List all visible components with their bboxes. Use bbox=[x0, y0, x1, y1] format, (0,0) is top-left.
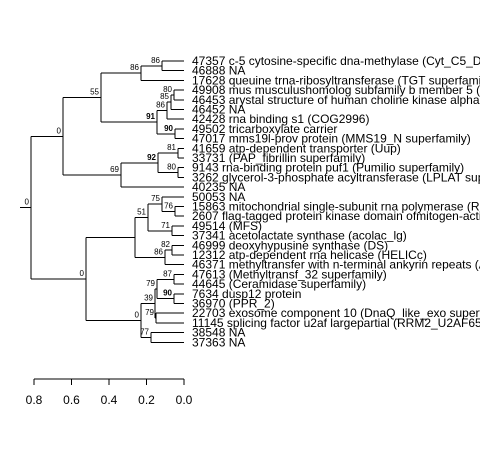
leaf-label: 22703 exosome component 10 (DnaQ_like_ex… bbox=[192, 306, 480, 320]
leaf-label: 38548 NA bbox=[192, 326, 245, 340]
leaf-label: 37341 acetolactate synthase (acolac_lg) bbox=[192, 229, 407, 243]
bootstrap-value: 69 bbox=[110, 165, 119, 174]
bootstrap-value: 75 bbox=[151, 194, 160, 203]
leaf-label: 46999 deoxyhypusine synthase (DS) bbox=[192, 238, 388, 252]
leaf-label: 15863 mitochondrial single-subunit rna p… bbox=[192, 200, 480, 214]
bootstrap-value: 92 bbox=[147, 153, 156, 162]
bootstrap-value: 0 bbox=[25, 198, 30, 207]
bootstrap-value: 76 bbox=[164, 201, 173, 210]
leaf-label: 42428 rna binding s1 (COG2996) bbox=[192, 112, 369, 126]
leaf-label: 44645 (Ceramidase superfamily) bbox=[192, 277, 366, 291]
leaf-label: 7634 dusp12 protein bbox=[192, 287, 301, 301]
bootstrap-value: 0 bbox=[57, 126, 62, 135]
bootstrap-value: 0 bbox=[135, 310, 140, 319]
axis-tick-label: 0.8 bbox=[26, 393, 43, 407]
leaf-label: 50053 NA bbox=[192, 190, 245, 204]
leaf-label: 49502 tricarboxylate carrier bbox=[192, 122, 337, 136]
bootstrap-value: 79 bbox=[145, 308, 154, 317]
bootstrap-value: 86 bbox=[156, 101, 165, 110]
bootstrap-value: 90 bbox=[164, 124, 173, 133]
bootstrap-value: 86 bbox=[130, 63, 139, 72]
bootstrap-value: 51 bbox=[137, 207, 146, 216]
leaf-label: 49908 mus musculushomolog subfamily b me… bbox=[192, 83, 480, 97]
leaf-label: 47357 c-5 cytosine-specific dna-methylas… bbox=[192, 54, 480, 68]
bootstrap-value: 77 bbox=[140, 327, 149, 336]
bootstrap-value: 86 bbox=[154, 247, 163, 256]
leaf-label: 46888 NA bbox=[192, 64, 245, 78]
bootstrap-value: 91 bbox=[146, 112, 155, 121]
bootstrap-value: 81 bbox=[167, 143, 176, 152]
leaf-label: 37363 NA bbox=[192, 335, 245, 349]
bootstrap-value: 39 bbox=[144, 294, 153, 303]
leaf-label: 17628 queuine trna-ribosyltransferase (T… bbox=[192, 73, 480, 87]
leaf-label: 9143 rna-binding protein puf1 (Pumilio s… bbox=[192, 161, 464, 175]
bootstrap-value: 71 bbox=[161, 221, 170, 230]
leaf-label: 3262 glycerol-3-phosphate acyltransferas… bbox=[192, 170, 480, 184]
bootstrap-value: 80 bbox=[167, 163, 176, 172]
leaf-label: 36970 (PPR_2) bbox=[192, 297, 275, 311]
bootstrap-value: 82 bbox=[161, 240, 170, 249]
axis-tick-label: 0.2 bbox=[138, 393, 155, 407]
leaf-label: 12312 atp-dependent rna helicase (HELICc… bbox=[192, 248, 427, 262]
leaf-label: 47613 (Methyltransf_32 superfamily) bbox=[192, 267, 387, 281]
leaf-label: 33731 (PAP_fibrillin superfamily) bbox=[192, 151, 365, 165]
bootstrap-value: 87 bbox=[163, 269, 172, 278]
leaf-label: 40235 NA bbox=[192, 180, 245, 194]
bootstrap-value: 79 bbox=[146, 279, 155, 288]
bootstrap-value: 86 bbox=[151, 56, 160, 65]
axis-tick-label: 0.4 bbox=[101, 393, 118, 407]
bootstrap-value: 85 bbox=[160, 92, 169, 101]
leaf-label: 46452 NA bbox=[192, 103, 245, 117]
axis-tick-label: 0.6 bbox=[63, 393, 80, 407]
distance-axis: 0.8 0.6 0.4 0.2 0.0 bbox=[26, 378, 193, 407]
bootstrap-value: 90 bbox=[163, 289, 172, 298]
leaf-label: 49514 (MFS) bbox=[192, 219, 262, 233]
leaf-labels: 47357 c-5 cytosine-specific dna-methylas… bbox=[192, 54, 480, 349]
bootstrap-labels: 8686808586909155818092690767571518286879… bbox=[25, 56, 177, 337]
bootstrap-value: 55 bbox=[90, 88, 99, 97]
leaf-label: 46371 methyltransfer with n-terminal ank… bbox=[192, 258, 480, 272]
leaf-label: 46453 arystal structure of human choline… bbox=[192, 93, 480, 107]
leaf-label: 11145 splicing factor u2af largepartial … bbox=[192, 316, 480, 330]
leaf-label: 2607 flag-tagged protein kinase domain o… bbox=[192, 209, 480, 223]
leaf-label: 47017 mms19l-prov protein (MMS19_N super… bbox=[192, 132, 471, 146]
bootstrap-value: 0 bbox=[80, 269, 85, 278]
axis-tick-label: 0.0 bbox=[176, 393, 193, 407]
bootstrap-value: 80 bbox=[163, 85, 172, 94]
leaf-label: 41659 atp-dependent transporter (Uup) bbox=[192, 141, 401, 155]
tree-branches bbox=[20, 60, 184, 343]
